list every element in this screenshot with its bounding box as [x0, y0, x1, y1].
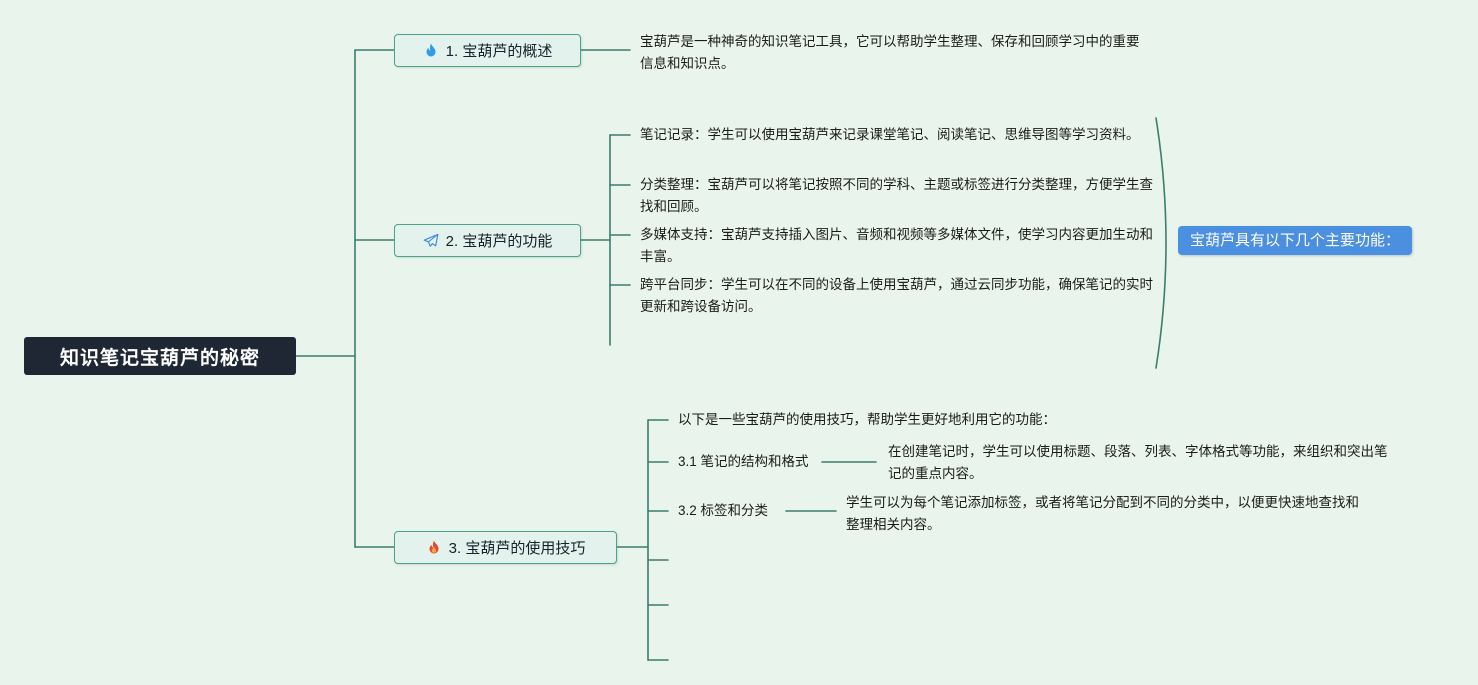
- function-item[interactable]: 多媒体支持：宝葫芦支持插入图片、音频和视频等多媒体文件，使学习内容更加生动和丰富…: [640, 227, 1153, 264]
- branch-node-label: 3. 宝葫芦的使用技巧: [448, 540, 586, 557]
- overview-description[interactable]: 宝葫芦是一种神奇的知识笔记工具，它可以帮助学生整理、保存和回顾学习中的重要信息和…: [640, 34, 1140, 71]
- paper-plane-icon: [423, 233, 439, 249]
- branch-node-overview[interactable]: 1. 宝葫芦的概述: [394, 34, 581, 67]
- branch-node-label: 2. 宝葫芦的功能: [445, 233, 553, 250]
- functions-summary-callout[interactable]: 宝葫芦具有以下几个主要功能：: [1178, 226, 1413, 255]
- branch-node-tips[interactable]: 3. 宝葫芦的使用技巧: [394, 531, 617, 564]
- subtopic-node[interactable]: 3.2 标签和分类: [678, 503, 769, 518]
- subtopic-description[interactable]: 学生可以为每个笔记添加标签，或者将笔记分配到不同的分类中，以便更快速地查找和整理…: [846, 495, 1359, 532]
- tips-intro[interactable]: 以下是一些宝葫芦的使用技巧，帮助学生更好地利用它的功能：: [678, 412, 1056, 427]
- branch-node-functions[interactable]: 2. 宝葫芦的功能: [394, 224, 581, 257]
- branch-node-label: 1. 宝葫芦的概述: [445, 43, 553, 60]
- function-item[interactable]: 分类整理：宝葫芦可以将笔记按照不同的学科、主题或标签进行分类整理，方便学生查找和…: [640, 177, 1153, 214]
- subtopic-description[interactable]: 在创建笔记时，学生可以使用标题、段落、列表、字体格式等功能，来组织和突出笔记的重…: [888, 444, 1388, 481]
- function-item[interactable]: 跨平台同步：学生可以在不同的设备上使用宝葫芦，通过云同步功能，确保笔记的实时更新…: [640, 277, 1153, 314]
- subtopic-node[interactable]: 3.1 笔记的结构和格式: [678, 454, 809, 469]
- flame-blue-icon: [423, 43, 439, 59]
- root-node-label: 知识笔记宝葫芦的秘密: [59, 347, 260, 369]
- root-node[interactable]: 知识笔记宝葫芦的秘密: [24, 337, 296, 375]
- function-item[interactable]: 笔记记录：学生可以使用宝葫芦来记录课堂笔记、阅读笔记、思维导图等学习资料。: [640, 127, 1140, 142]
- flame-red-icon: [426, 540, 442, 556]
